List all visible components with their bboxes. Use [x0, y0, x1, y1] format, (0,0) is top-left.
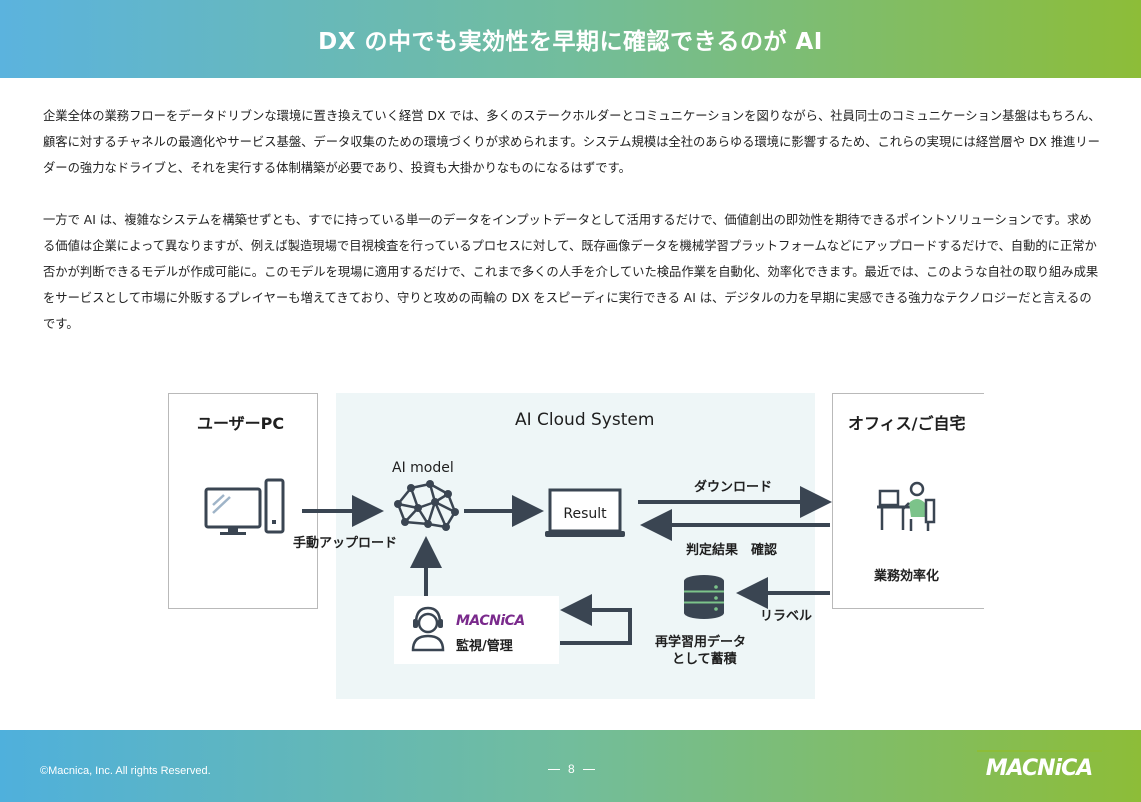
user-pc-panel — [168, 393, 318, 609]
relabel-label: リラベル — [760, 609, 813, 624]
storage-label-line1: 再学習用データ — [655, 635, 747, 650]
body-text: 企業全体の業務フローをデータドリブンな環境に置き換えていく経営 DX では、多く… — [43, 103, 1101, 337]
result-label: Result — [563, 506, 607, 522]
page-footer: ©Macnica, Inc. All rights Reserved. 8 — [0, 730, 1141, 802]
user-pc-title: ユーザーPC — [197, 414, 285, 433]
storage-label-line2: として蓄積 — [672, 652, 737, 667]
paragraph-1: 企業全体の業務フローをデータドリブンな環境に置き換えていく経営 DX では、多く… — [43, 109, 1101, 175]
laptop-result-icon — [545, 488, 625, 537]
office-title: オフィス/ご自宅 — [848, 414, 966, 433]
page-number-dash-right — [582, 769, 595, 771]
office-panel — [832, 393, 984, 609]
page-number: 8 — [540, 762, 603, 776]
macnica-logo-small: MACNiCA — [456, 613, 525, 629]
macnica-logo: MACNiCA — [977, 750, 1102, 778]
operator-headset-icon — [411, 606, 445, 652]
macnica-logo-text: MACNiCA — [986, 756, 1093, 778]
page-number-dash-left — [548, 769, 560, 771]
database-icon — [684, 575, 724, 619]
page-header: DX の中でも実効性を早期に確認できるのが AI — [0, 0, 1141, 78]
copyright-text: ©Macnica, Inc. All rights Reserved. — [40, 765, 211, 777]
monitor-label: 監視/管理 — [456, 639, 513, 654]
upload-label: 手動アップロード — [293, 536, 398, 551]
desktop-pc-icon — [204, 478, 285, 535]
retrain-arrow — [560, 594, 632, 645]
ai-model-label: AI model — [392, 460, 454, 476]
cloud-system-title: AI Cloud System — [515, 410, 655, 430]
download-label: ダウンロード — [694, 480, 773, 495]
efficiency-label: 業務効率化 — [874, 569, 940, 584]
paragraph-2: 一方で AI は、複雑なシステムを構築せずとも、すでに持っている単一のデータをイ… — [43, 213, 1099, 331]
page-number-value: 8 — [568, 762, 575, 776]
judgement-label: 判定結果 確認 — [686, 543, 778, 558]
office-worker-icon — [877, 481, 936, 531]
page-title: DX の中でも実効性を早期に確認できるのが AI — [318, 29, 823, 55]
